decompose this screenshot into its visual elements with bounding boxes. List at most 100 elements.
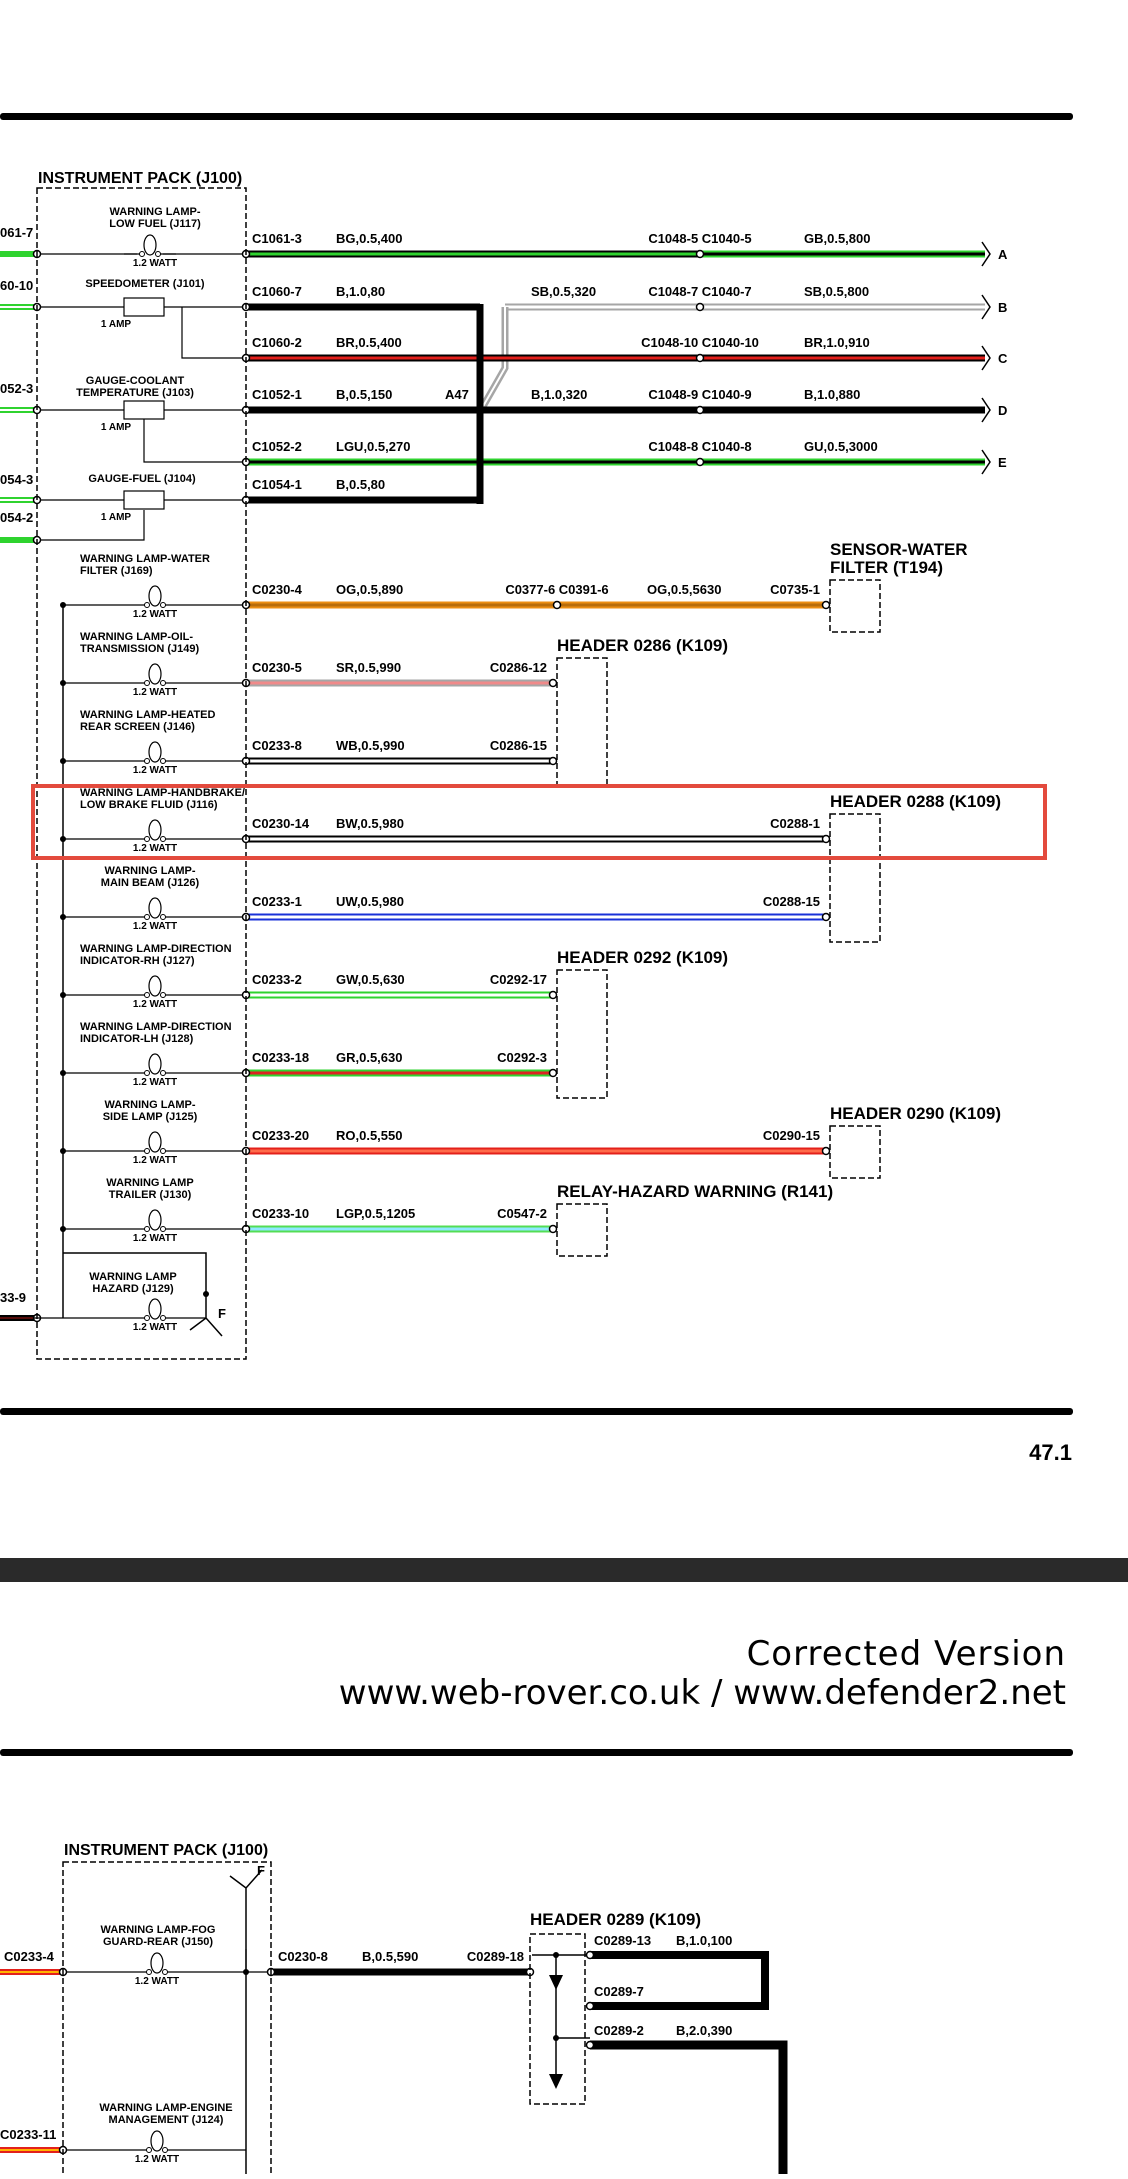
lamp-side-bulb — [148, 1131, 162, 1153]
comp-rh-name-2: INDICATOR-RH (J127) — [80, 955, 195, 967]
mid-connector-pin-water — [552, 600, 562, 610]
wire-conn-C0233-20: C0233-20 — [252, 1128, 309, 1143]
comp-engine-rating: 1.2 WATT — [135, 2154, 179, 2165]
left-connector-label: 061-7 — [0, 225, 33, 240]
end-label-A: A — [998, 247, 1008, 262]
lamp-trailer-pin-l — [144, 1226, 150, 1232]
wire-spec-C0233-1: UW,0.5,980 — [336, 894, 404, 909]
lamp-rear-bulb — [148, 741, 162, 763]
comp-brake-name-1: WARNING LAMP-HANDBRAKE/ — [80, 787, 245, 799]
wire-spec2-C1052-1: B,1.0,880 — [804, 387, 860, 402]
comp-rear-name-1: WARNING LAMP-HEATED — [80, 709, 216, 721]
end-connector-pin — [548, 678, 558, 688]
hazard-f — [189, 1294, 223, 1337]
wire-mid-C1060-2: C1048-10 C1040-10 — [641, 335, 759, 350]
end-label-D: D — [998, 403, 1007, 418]
wire-end-C0288-15: C0288-15 — [763, 894, 820, 909]
wire-spec-C0233-2: GW,0.5,630 — [336, 972, 405, 987]
comp-water-name-1: WARNING LAMP-WATER — [80, 553, 210, 565]
comp-brake-name-2: LOW BRAKE FLUID (J116) — [80, 799, 218, 811]
wire-spec-C1052-2: LGU,0.5,270 — [336, 439, 410, 454]
wire-spec2-C0230-4: OG,0.5,5630 — [647, 582, 721, 597]
sensor-water-title-2: FILTER (T194) — [830, 558, 943, 577]
lamp-low-fuel-pin-r — [155, 251, 161, 257]
wire-spec2-C1060-2: BR,1.0,910 — [804, 335, 870, 350]
comp-low-fuel-name-1: WARNING LAMP- — [109, 206, 200, 218]
lamp-beam-pin-l — [144, 914, 150, 920]
comp-trailer-name-1: WARNING LAMP — [106, 1177, 193, 1189]
wire-spec-C0233-18: GR,0.5,630 — [336, 1050, 403, 1065]
lamp-rh — [129, 975, 181, 998]
comp-fog-name-1: WARNING LAMP-FOG — [101, 1924, 216, 1936]
lamp-rear — [129, 741, 181, 764]
left-connector-label: 60-10 — [0, 278, 33, 293]
comp-coolant-name-2: TEMPERATURE (J103) — [76, 387, 194, 399]
pack-bottom-box — [62, 1861, 272, 2179]
wire-b-riser-stripe — [480, 307, 506, 411]
lamp-oil-pin-l — [144, 680, 150, 686]
lamp-trailer-pin-r — [160, 1226, 166, 1232]
comp-hazard-rating: 1.2 WATT — [133, 1322, 177, 1333]
wire-spec-C1061-3: BG,0.5,400 — [336, 231, 403, 246]
left-connector-label: 33-9 — [0, 1290, 26, 1305]
lamp-low-fuel — [124, 234, 176, 257]
end-label-C: C — [998, 351, 1008, 366]
left-connector-label: 054-2 — [0, 510, 33, 525]
comp-low-fuel-name-2: LOW FUEL (J117) — [109, 218, 201, 230]
end-mark-D — [981, 397, 991, 423]
lamp-rear-pin-l — [144, 758, 150, 764]
wire-end-C0288-1: C0288-1 — [770, 816, 820, 831]
output-loop — [590, 1951, 769, 2010]
mid-connector-pin — [695, 457, 705, 467]
int-b — [40, 306, 246, 359]
wire-end-C0292-3: C0292-3 — [497, 1050, 547, 1065]
lamp-engine-bulb — [150, 2130, 164, 2152]
end-mark-C — [981, 345, 991, 371]
int-d — [40, 409, 246, 463]
comp-engine-name-2: MANAGEMENT (J124) — [109, 2114, 224, 2126]
wire-fog-spec: B,0.5,590 — [362, 1949, 418, 1964]
header-0292-box — [556, 969, 608, 1099]
lamp-rh-pin-l — [144, 992, 150, 998]
wire-conn-C1052-2: C1052-2 — [252, 439, 302, 454]
comp-water-name-2: FILTER (J169) — [80, 565, 153, 577]
comp-side-rating: 1.2 WATT — [133, 1155, 177, 1166]
lamp-beam-pin-r — [160, 914, 166, 920]
comp-fog-name-2: GUARD-REAR (J150) — [103, 1936, 213, 1948]
sensor-water-box — [829, 579, 881, 633]
comp-side-name-2: SIDE LAMP (J125) — [103, 1111, 198, 1123]
wire-spec-C0230-14: BW,0.5,980 — [336, 816, 404, 831]
comp-side-name-1: WARNING LAMP- — [104, 1099, 195, 1111]
wire-spec-C1054-1: B,0.5,80 — [336, 477, 385, 492]
lamp-fog-pin-l — [146, 1969, 152, 1975]
hazard-branch — [63, 1252, 207, 1294]
wire-end-C0292-17: C0292-17 — [490, 972, 547, 987]
wire-spec-C0230-4: OG,0.5,890 — [336, 582, 403, 597]
lamp-oil-pin-r — [160, 680, 166, 686]
highlight-box — [31, 784, 1047, 860]
lamp-hazard — [129, 1298, 181, 1321]
lamp-lh-bulb — [148, 1053, 162, 1075]
header-0289-out-pin — [585, 2001, 595, 2011]
wire-b-extra: SB,0.5,320 — [531, 284, 596, 299]
wire-fog-conn: C0230-8 — [278, 1949, 328, 1964]
comp-fuel-name: GAUGE-FUEL (J104) — [88, 473, 196, 485]
lamp-beam — [129, 897, 181, 920]
comp-fuel-rating: 1 AMP — [101, 512, 132, 523]
comp-beam-name-2: MAIN BEAM (J126) — [101, 877, 200, 889]
comp-rh-name-1: WARNING LAMP-DIRECTION — [80, 943, 232, 955]
header-0286-box — [556, 657, 608, 786]
lamp-lh-pin-l — [144, 1070, 150, 1076]
comp-beam-rating: 1.2 WATT — [133, 921, 177, 932]
header-arrow-2 — [549, 2074, 563, 2089]
wires-layer — [0, 250, 985, 2174]
wire-conn-C1061-3: C1061-3 — [252, 231, 302, 246]
wire-end-C0735-1: C0735-1 — [770, 582, 820, 597]
end-mark-E — [981, 449, 991, 475]
relay-hazard-box — [556, 1203, 608, 1257]
header-0286-title: HEADER 0286 (K109) — [557, 636, 728, 655]
lamp-rh-bulb — [148, 975, 162, 997]
lamp-fog-pin-r — [162, 1969, 168, 1975]
